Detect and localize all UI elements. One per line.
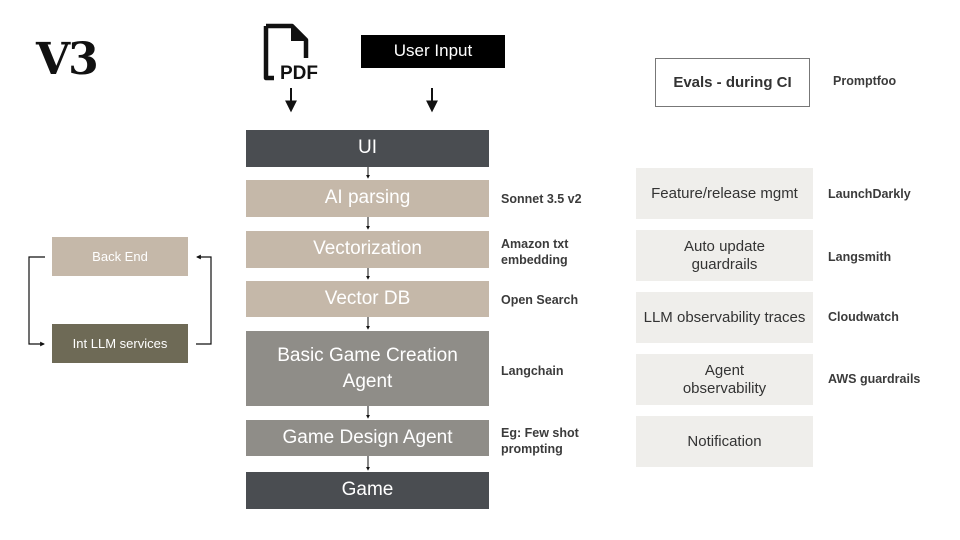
cloudwatch-label: Cloudwatch bbox=[828, 310, 899, 324]
pdf-file-icon: PDF bbox=[263, 23, 318, 84]
tool-label-few-shot: Eg: Few shot prompting bbox=[501, 426, 579, 457]
game-design-agent-box: Game Design Agent bbox=[246, 420, 489, 456]
auto-update-guardrails-box: Auto update guardrails bbox=[636, 230, 813, 281]
ai-parsing-box: AI parsing bbox=[246, 180, 489, 217]
ui-box: UI bbox=[246, 130, 489, 167]
launchdarkly-label: LaunchDarkly bbox=[828, 187, 911, 201]
slide-title: V3 bbox=[36, 34, 99, 85]
promptfoo-label: Promptfoo bbox=[833, 74, 897, 88]
aws-guardrails-label: AWS guardrails bbox=[828, 372, 921, 386]
game-box: Game bbox=[246, 472, 489, 509]
llm-observability-box: LLM observability traces bbox=[636, 292, 813, 343]
llm-to-backend-line bbox=[196, 254, 212, 345]
notification-box: Notification bbox=[636, 416, 813, 467]
back-end-box: Back End bbox=[52, 237, 188, 276]
basic-game-creation-agent-box: Basic Game Creation Agent bbox=[246, 331, 489, 406]
evals-box: Evals - during CI bbox=[655, 58, 810, 107]
int-llm-services-box: Int LLM services bbox=[52, 324, 188, 363]
tool-label-embedding: Amazon txt embedding bbox=[501, 237, 569, 268]
tool-label-sonnet: Sonnet 3.5 v2 bbox=[501, 192, 582, 206]
vectorization-box: Vectorization bbox=[246, 231, 489, 268]
feature-release-box: Feature/release mgmt bbox=[636, 168, 813, 219]
tool-label-langchain: Langchain bbox=[501, 364, 564, 378]
langsmith-label: Langsmith bbox=[828, 250, 892, 264]
vector-db-box: Vector DB bbox=[246, 281, 489, 317]
agent-observability-box: Agent observability bbox=[636, 354, 813, 405]
user-input-box: User Input bbox=[361, 35, 505, 68]
backend-to-llm-line bbox=[28, 256, 45, 347]
tool-label-opensearch: Open Search bbox=[501, 293, 579, 307]
pdf-label: PDF bbox=[280, 63, 318, 84]
